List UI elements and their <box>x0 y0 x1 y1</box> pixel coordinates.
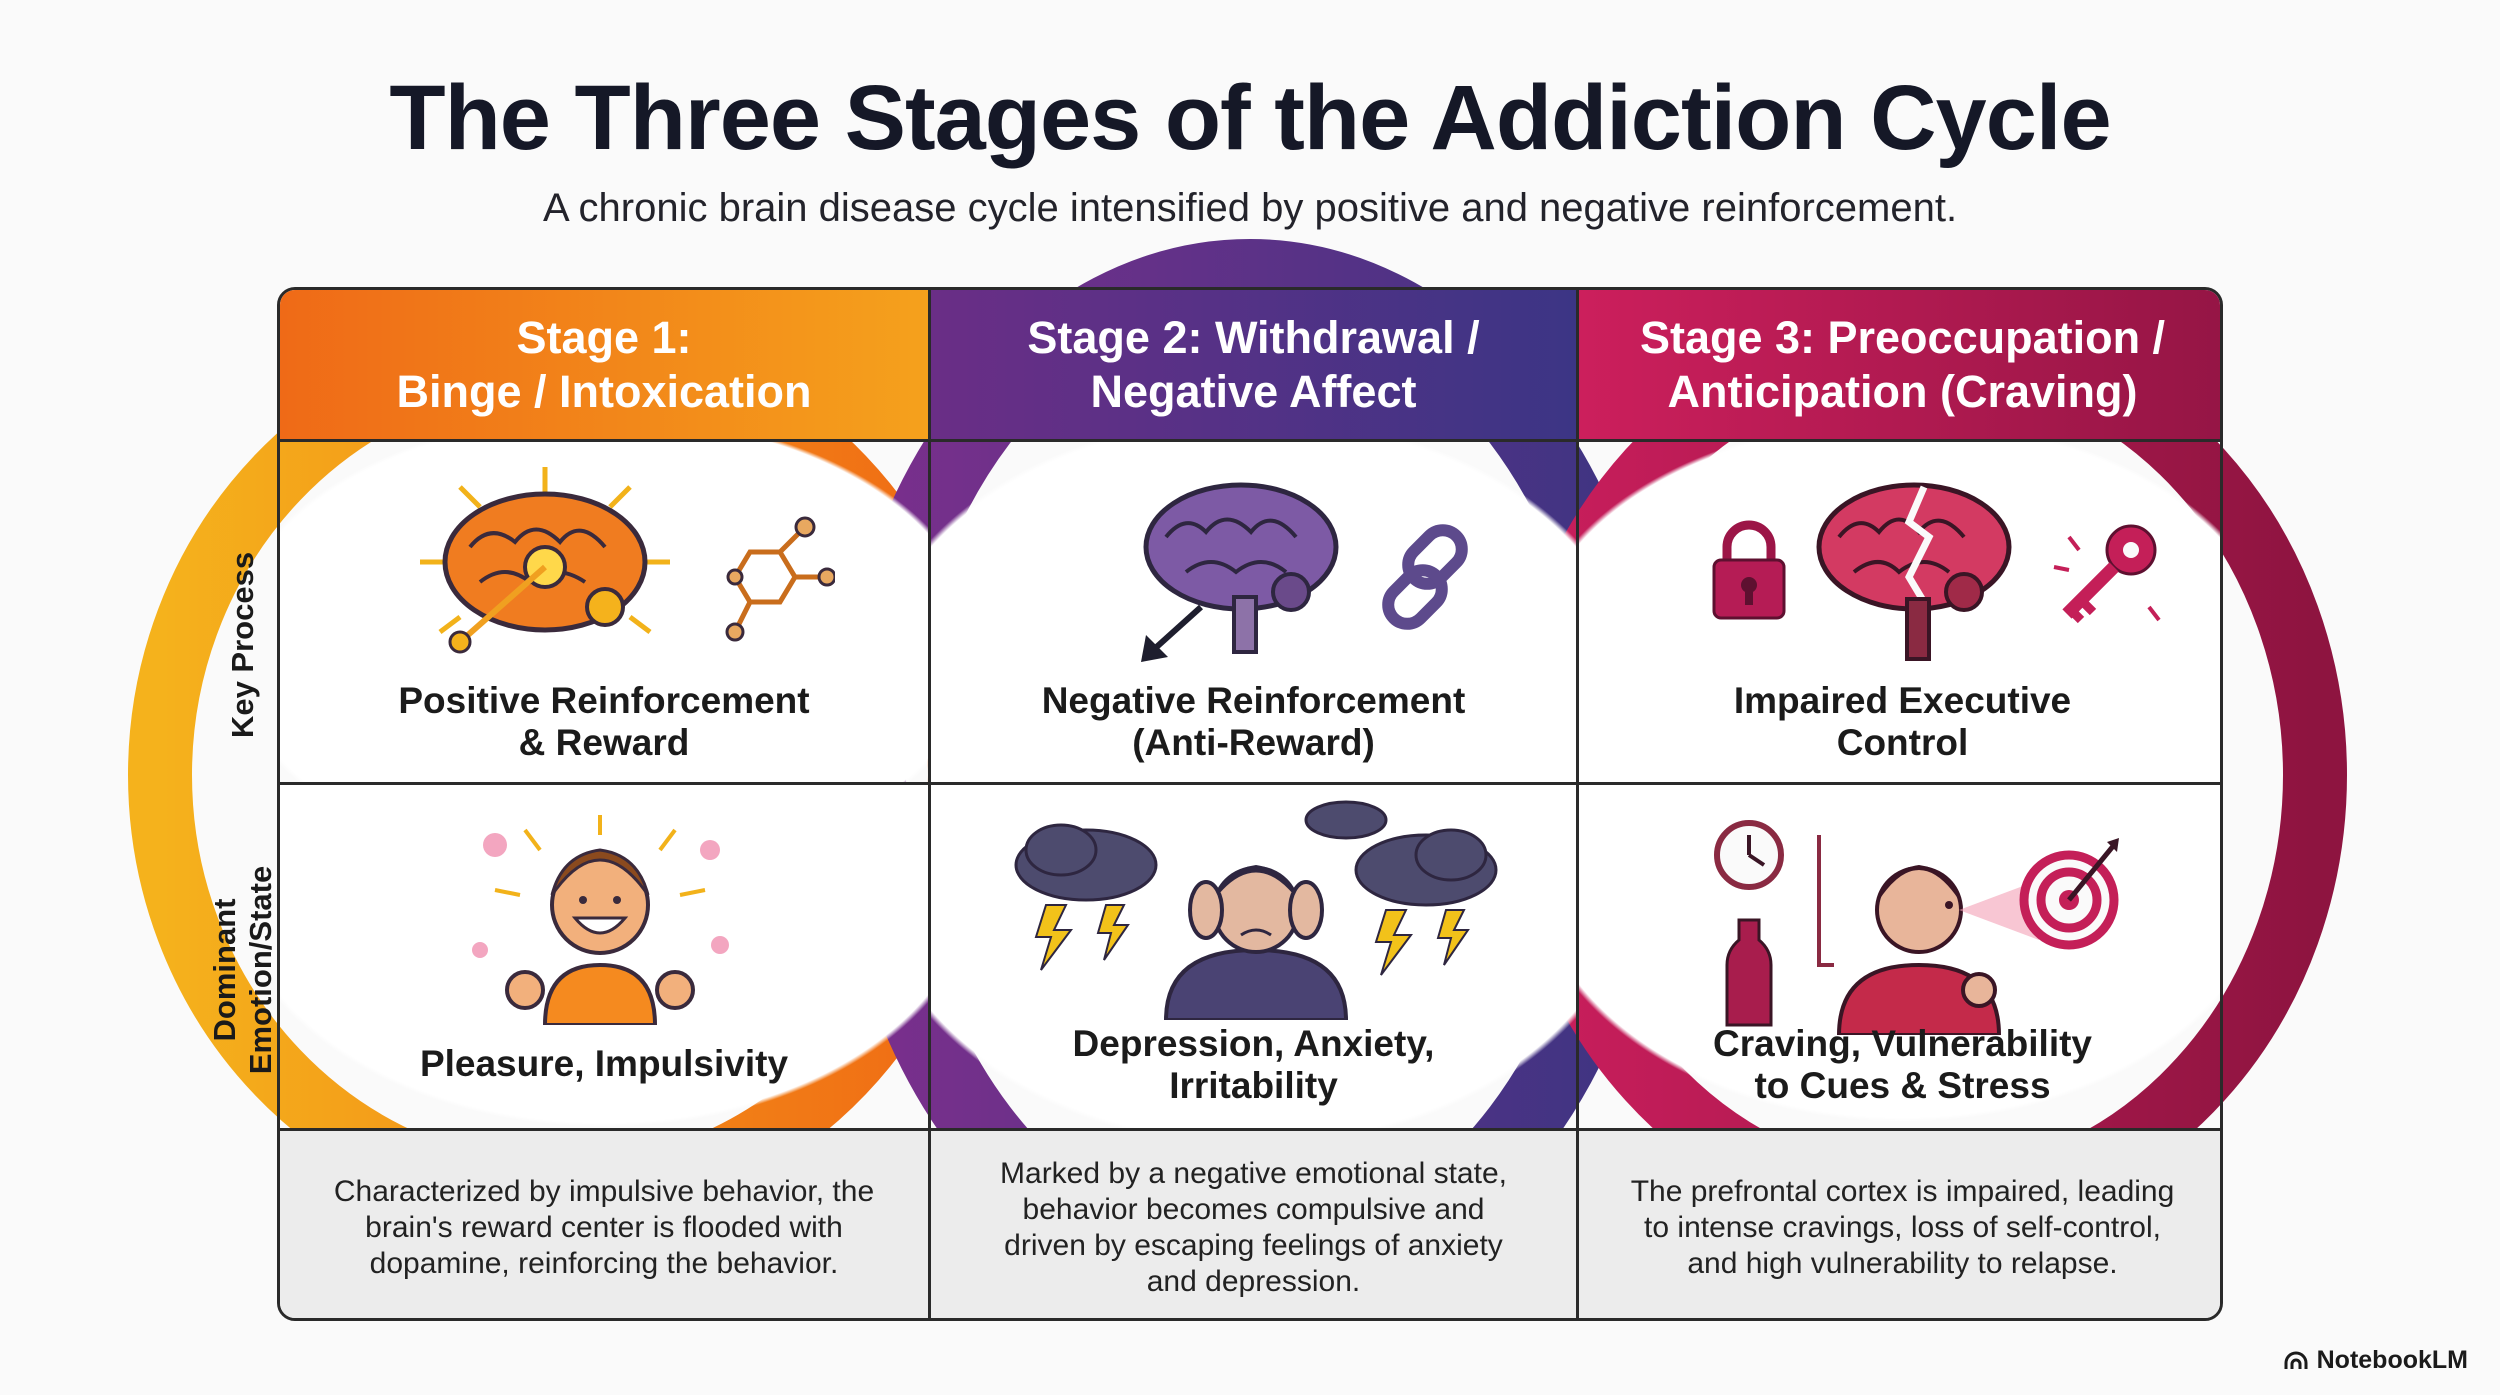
row-label-dominant-emotion: Dominant Emotion/State <box>207 865 278 1075</box>
stage-2-emotion: Depression, Anxiety, Irritability <box>931 785 1576 1131</box>
stage-2-key-process-text: Negative Reinforcement (Anti-Reward) <box>1041 680 1466 763</box>
dark-brain-icon <box>1141 482 1339 662</box>
stage-2-key-process: Negative Reinforcement (Anti-Reward) <box>931 442 1576 785</box>
notebooklm-logo-icon <box>2284 1351 2308 1369</box>
stage-3-key-process: Impaired Executive Control <box>1579 442 2220 785</box>
distressed-person-storm-icon <box>1014 800 1498 1020</box>
chain-link-icon <box>1382 524 1468 630</box>
stages-table: Stage 1: Binge / Intoxication <box>277 287 2223 1321</box>
cracked-brain-icon <box>1816 482 2012 661</box>
page-title: The Three Stages of the Addiction Cycle <box>389 67 2111 169</box>
padlock-icon <box>1712 520 1786 620</box>
stage-1-emotion: Pleasure, Impulsivity <box>280 785 928 1131</box>
stage-1-key-process: Positive Reinforcement & Reward <box>280 442 928 785</box>
key-icon <box>2053 524 2161 624</box>
stage-2-description: Marked by a negative emotional state, be… <box>931 1131 1576 1318</box>
craving-person-target-icon <box>1714 820 2119 1035</box>
stage-1-key-process-text: Positive Reinforcement & Reward <box>398 680 810 763</box>
glowing-brain-icon <box>420 467 670 654</box>
row-label-key-process: Key Process <box>225 551 260 739</box>
stage-3-key-process-text: Impaired Executive Control <box>1733 680 2072 763</box>
dopamine-molecule-icon <box>725 516 835 642</box>
stage-2-header: Stage 2: Withdrawal / Negative Affect <box>931 290 1576 442</box>
stage-1-column: Stage 1: Binge / Intoxication <box>280 290 928 1318</box>
stage-3-column: Stage 3: Preoccupation / Anticipation (C… <box>1576 290 2220 1318</box>
excited-person-icon <box>472 815 729 1025</box>
page-subtitle: A chronic brain disease cycle intensifie… <box>542 186 1958 230</box>
stage-1-header: Stage 1: Binge / Intoxication <box>280 290 928 442</box>
stage-3-header: Stage 3: Preoccupation / Anticipation (C… <box>1579 290 2220 442</box>
stage-3-emotion: Craving, Vulnerability to Cues & Stress <box>1579 785 2220 1131</box>
stage-1-description: Characterized by impulsive behavior, the… <box>280 1131 928 1318</box>
stage-3-emotion-text: Craving, Vulnerability to Cues & Stress <box>1713 1023 2092 1106</box>
stage-2-emotion-text: Depression, Anxiety, Irritability <box>1072 1023 1435 1106</box>
stage-2-column: Stage 2: Withdrawal / Negative Affect Ne… <box>928 290 1576 1318</box>
stage-3-description: The prefrontal cortex is impaired, leadi… <box>1579 1131 2220 1318</box>
stage-1-emotion-text: Pleasure, Impulsivity <box>419 1043 789 1084</box>
notebooklm-brand: NotebookLM <box>2283 1346 2468 1375</box>
